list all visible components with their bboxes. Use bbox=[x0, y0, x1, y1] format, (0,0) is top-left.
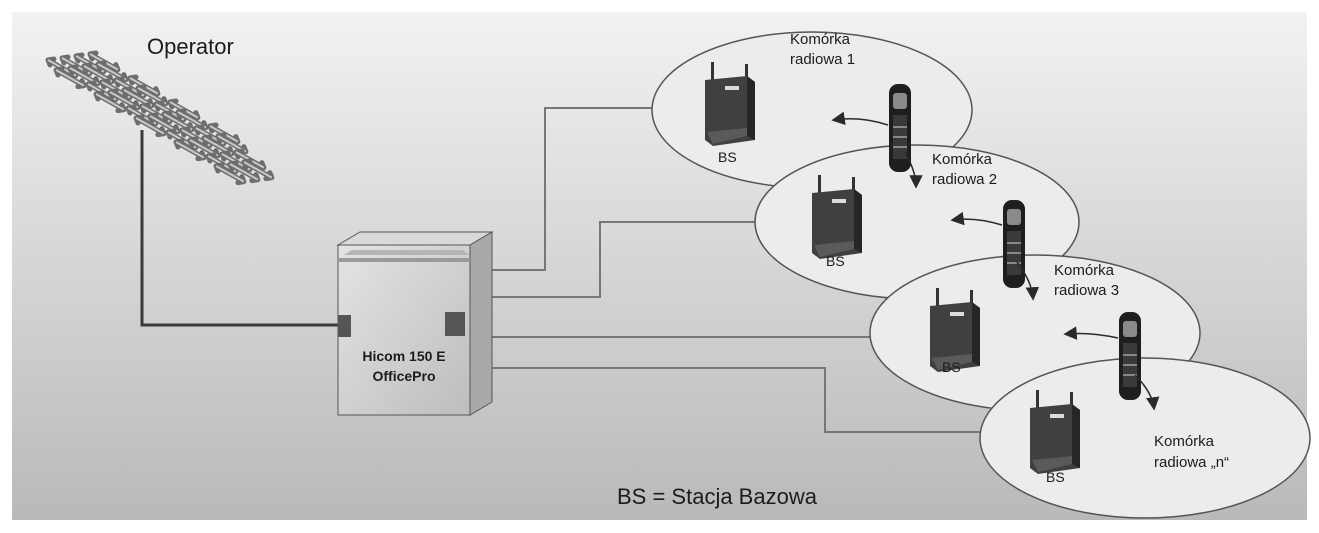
bs-label-3: BS bbox=[942, 359, 961, 375]
cell-2-label-line1: Komórka bbox=[932, 151, 993, 168]
handset-3-icon bbox=[1119, 312, 1141, 400]
pbx-label-line2: OfficePro bbox=[372, 368, 435, 384]
cell-1-label-line1: Komórka bbox=[790, 31, 851, 48]
bs-label-2: BS bbox=[826, 253, 845, 269]
pbx-cables bbox=[490, 107, 1030, 433]
legend-text: BS = Stacja Bazowa bbox=[617, 484, 818, 509]
cell-1-label-line2: radiowa 1 bbox=[790, 51, 855, 68]
handover-arrows bbox=[831, 111, 1160, 411]
cell-ellipse-n bbox=[979, 357, 1311, 519]
cell-2-label-line2: radiowa 2 bbox=[932, 171, 997, 188]
cell-n-label-line2: radiowa „n“ bbox=[1154, 454, 1229, 471]
bs-label-1: BS bbox=[718, 149, 737, 165]
cell-3-label-line1: Komórka bbox=[1054, 262, 1115, 279]
operator-network-icon bbox=[45, 50, 275, 186]
operator-line bbox=[140, 130, 345, 327]
pbx-cabinet-icon bbox=[336, 231, 494, 416]
operator-label: Operator bbox=[147, 34, 234, 59]
bs-label-n: BS bbox=[1046, 469, 1065, 485]
handset-2-icon bbox=[1003, 200, 1025, 288]
cell-3-label-line2: radiowa 3 bbox=[1054, 282, 1119, 299]
cell-n-label-line1: Komórka bbox=[1154, 433, 1215, 450]
pbx-label-line1: Hicom 150 E bbox=[362, 348, 445, 364]
